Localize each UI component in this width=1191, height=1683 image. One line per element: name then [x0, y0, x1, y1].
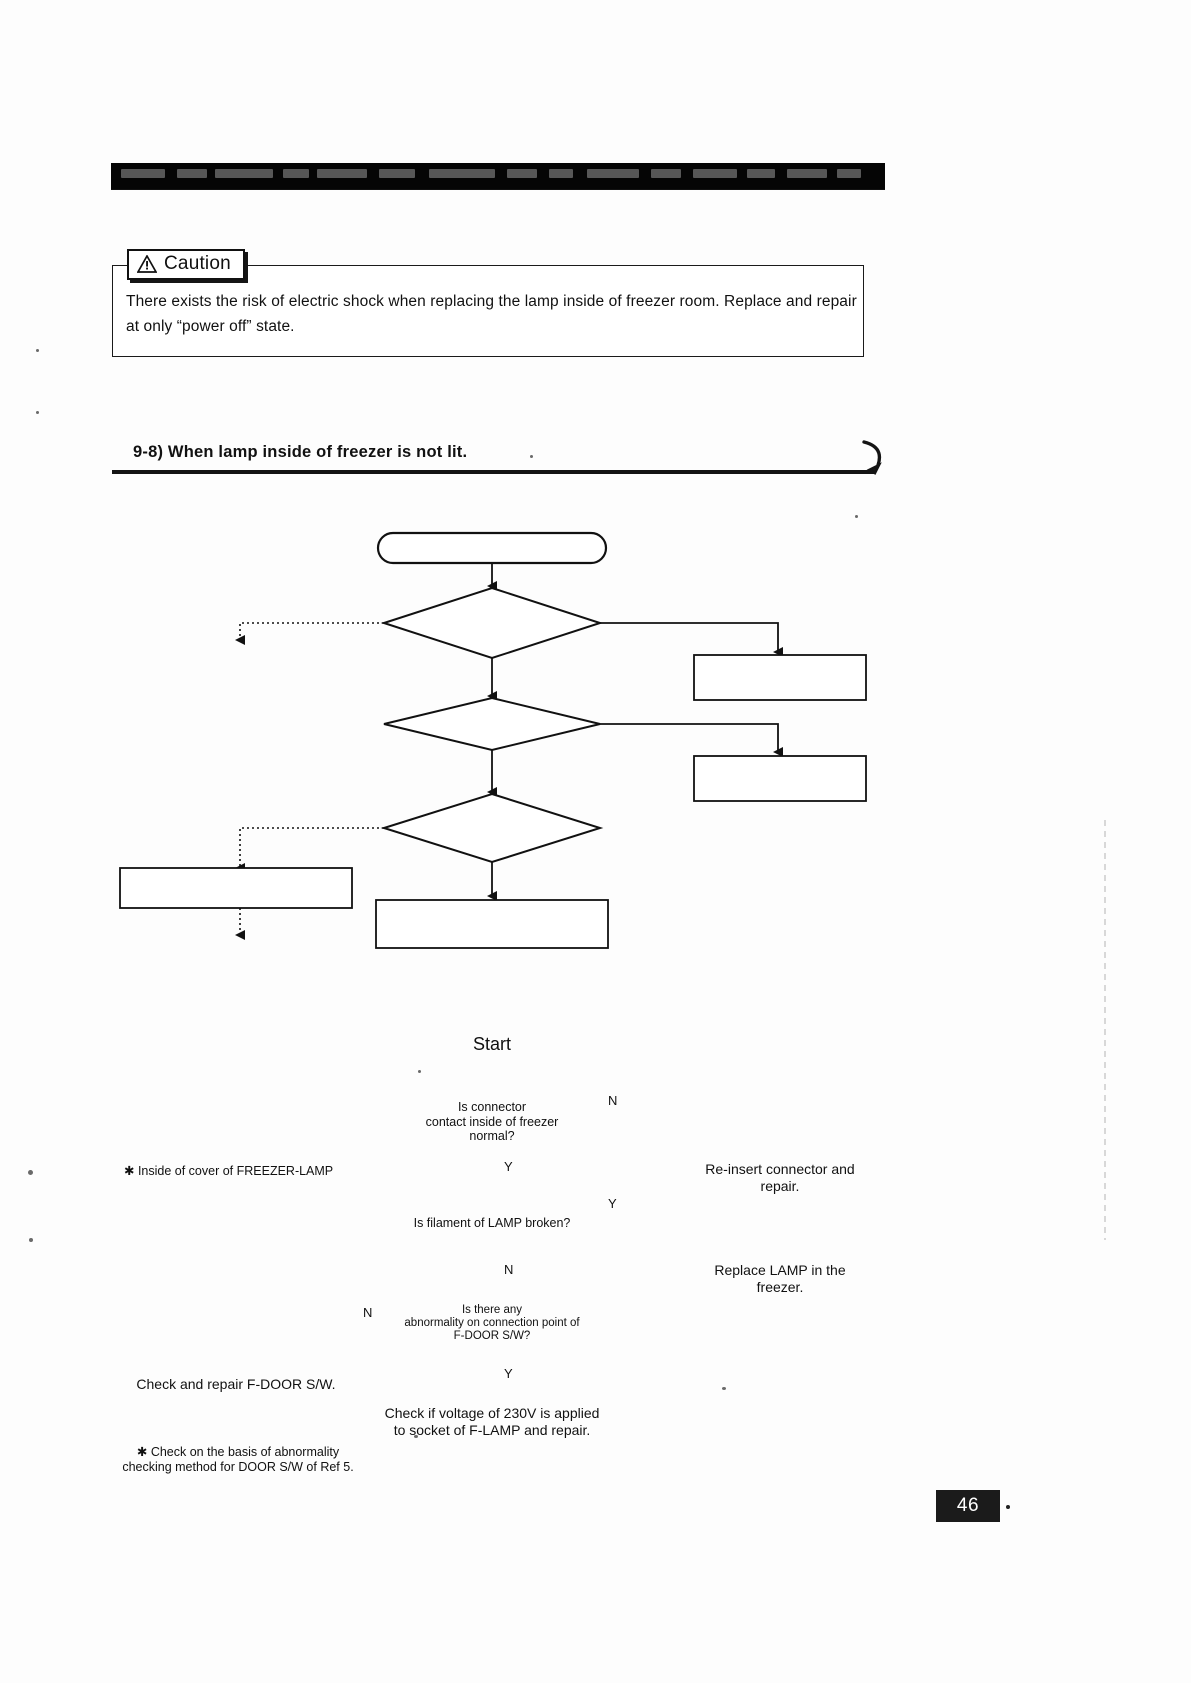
scan-speck — [29, 1238, 33, 1242]
branch-label-d1-yes: Y — [504, 1159, 513, 1174]
scan-speck — [722, 1387, 726, 1390]
branch-label-d2-no: N — [504, 1262, 514, 1277]
annotation-door-sw-ref: ✱ Check on the basis of abnormality chec… — [122, 1445, 354, 1474]
branch-label-d3-no: N — [363, 1305, 373, 1320]
scan-speck — [855, 515, 858, 518]
flow-node-decision-door-sw: Is there any abnormality on connection p… — [404, 1304, 580, 1342]
caution-tab: Caution — [127, 249, 245, 280]
page-number: 46 — [936, 1490, 1000, 1522]
page-header-banner — [111, 163, 885, 189]
flow-node-reinsert-connector: Re-insert connector and repair. — [705, 1161, 855, 1194]
scan-speck — [418, 1070, 421, 1073]
flow-node-decision-connector-contact: Is connector contact inside of freezer n… — [425, 1100, 559, 1143]
scan-speck — [36, 349, 39, 352]
flow-node-replace-lamp: Replace LAMP in the freezer. — [714, 1262, 846, 1295]
scan-speck — [530, 455, 533, 458]
branch-label-d3-yes: Y — [504, 1366, 513, 1381]
page-number-dot — [1006, 1505, 1010, 1509]
page-title: 9-8) When lamp inside of freezer is not … — [133, 443, 468, 461]
scan-speck — [28, 1170, 33, 1175]
caution-panel — [112, 265, 864, 357]
scan-speck — [414, 1435, 418, 1438]
warning-triangle-icon — [137, 255, 157, 273]
branch-label-d1-no: N — [608, 1093, 618, 1108]
scan-edge-artifact — [1104, 820, 1106, 1240]
flow-node-start: Start — [472, 1034, 511, 1054]
branch-label-d2-yes: Y — [608, 1196, 617, 1211]
flow-node-check-repair-door-sw: Check and repair F-DOOR S/W. — [136, 1376, 336, 1392]
flow-node-decision-filament: Is filament of LAMP broken? — [413, 1216, 571, 1230]
troubleshooting-flowchart: Start Is connector contact inside of fre… — [0, 500, 1191, 1474]
caution-tab-label: Caution — [164, 253, 231, 274]
flow-node-check-voltage: Check if voltage of 230V is applied to s… — [384, 1405, 600, 1438]
section-rule-hook-icon — [862, 440, 882, 475]
annotation-freezer-lamp-cover: ✱ Inside of cover of FREEZER-LAMP — [124, 1164, 334, 1178]
scan-speck — [36, 411, 39, 414]
caution-body-text: There exists the risk of electric shock … — [126, 293, 857, 335]
section-rule — [112, 470, 874, 474]
